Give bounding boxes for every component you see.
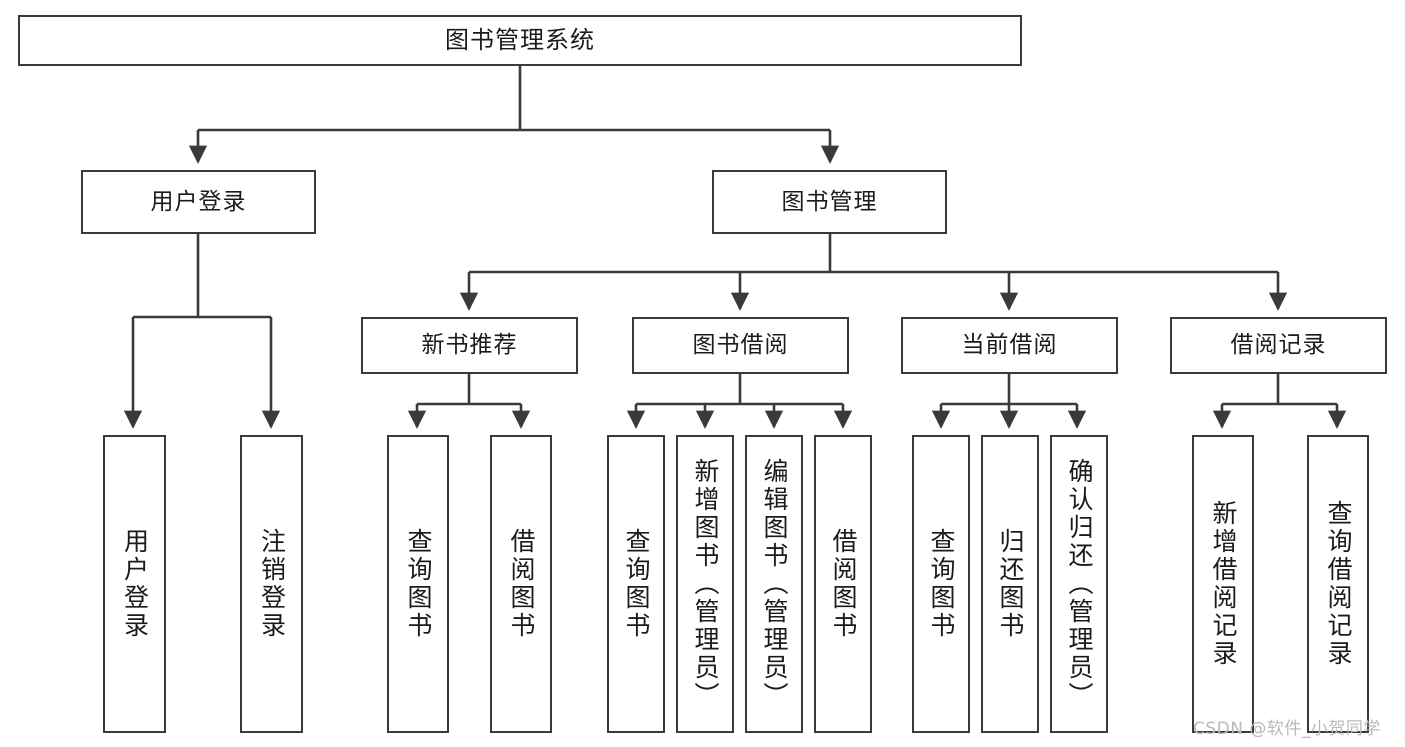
leaf-query-book-current-label: 查询图书 (927, 528, 956, 640)
leaf-borrow-book-recommend-label: 借阅图书 (507, 528, 536, 640)
node-new-book-recommend[interactable]: 新书推荐 (361, 317, 578, 374)
node-borrow-record[interactable]: 借阅记录 (1170, 317, 1387, 374)
node-book-management[interactable]: 图书管理 (712, 170, 947, 234)
leaf-query-book-borrow[interactable]: 查询图书 (607, 435, 665, 733)
node-root-label: 图书管理系统 (445, 25, 595, 54)
node-book-borrow[interactable]: 图书借阅 (632, 317, 849, 374)
leaf-query-borrow-record[interactable]: 查询借阅记录 (1307, 435, 1369, 733)
leaf-confirm-return-admin-label: 确认归还（管理员） (1065, 458, 1094, 710)
node-new-book-recommend-label: 新书推荐 (421, 332, 518, 359)
leaf-add-book-admin[interactable]: 新增图书（管理员） (676, 435, 734, 733)
leaf-borrow-book-recommend[interactable]: 借阅图书 (490, 435, 552, 733)
leaf-query-borrow-record-label: 查询借阅记录 (1324, 500, 1353, 668)
leaf-logout[interactable]: 注销登录 (240, 435, 303, 733)
node-user-login[interactable]: 用户登录 (81, 170, 316, 234)
node-book-borrow-label: 图书借阅 (692, 332, 789, 359)
node-current-borrow-label: 当前借阅 (961, 332, 1058, 359)
leaf-query-book-borrow-label: 查询图书 (622, 528, 651, 640)
leaf-logout-label: 注销登录 (257, 528, 287, 640)
leaf-query-book-current[interactable]: 查询图书 (912, 435, 970, 733)
leaf-edit-book-admin[interactable]: 编辑图书（管理员） (745, 435, 803, 733)
node-root[interactable]: 图书管理系统 (18, 15, 1022, 66)
node-current-borrow[interactable]: 当前借阅 (901, 317, 1118, 374)
node-user-login-label: 用户登录 (150, 188, 247, 215)
node-book-management-label: 图书管理 (781, 188, 878, 215)
leaf-add-book-admin-label: 新增图书（管理员） (691, 458, 720, 710)
leaf-return-book-label: 归还图书 (996, 528, 1025, 640)
leaf-add-borrow-record[interactable]: 新增借阅记录 (1192, 435, 1254, 733)
leaf-edit-book-admin-label: 编辑图书（管理员） (760, 458, 789, 710)
leaf-borrow-book-label: 借阅图书 (829, 528, 858, 640)
leaf-query-book-recommend[interactable]: 查询图书 (387, 435, 449, 733)
leaf-query-book-recommend-label: 查询图书 (404, 528, 433, 640)
leaf-add-borrow-record-label: 新增借阅记录 (1209, 500, 1238, 668)
leaf-return-book[interactable]: 归还图书 (981, 435, 1039, 733)
leaf-confirm-return-admin[interactable]: 确认归还（管理员） (1050, 435, 1108, 733)
leaf-borrow-book[interactable]: 借阅图书 (814, 435, 872, 733)
node-borrow-record-label: 借阅记录 (1230, 332, 1327, 359)
leaf-user-login[interactable]: 用户登录 (103, 435, 166, 733)
leaf-user-login-label: 用户登录 (120, 528, 150, 640)
